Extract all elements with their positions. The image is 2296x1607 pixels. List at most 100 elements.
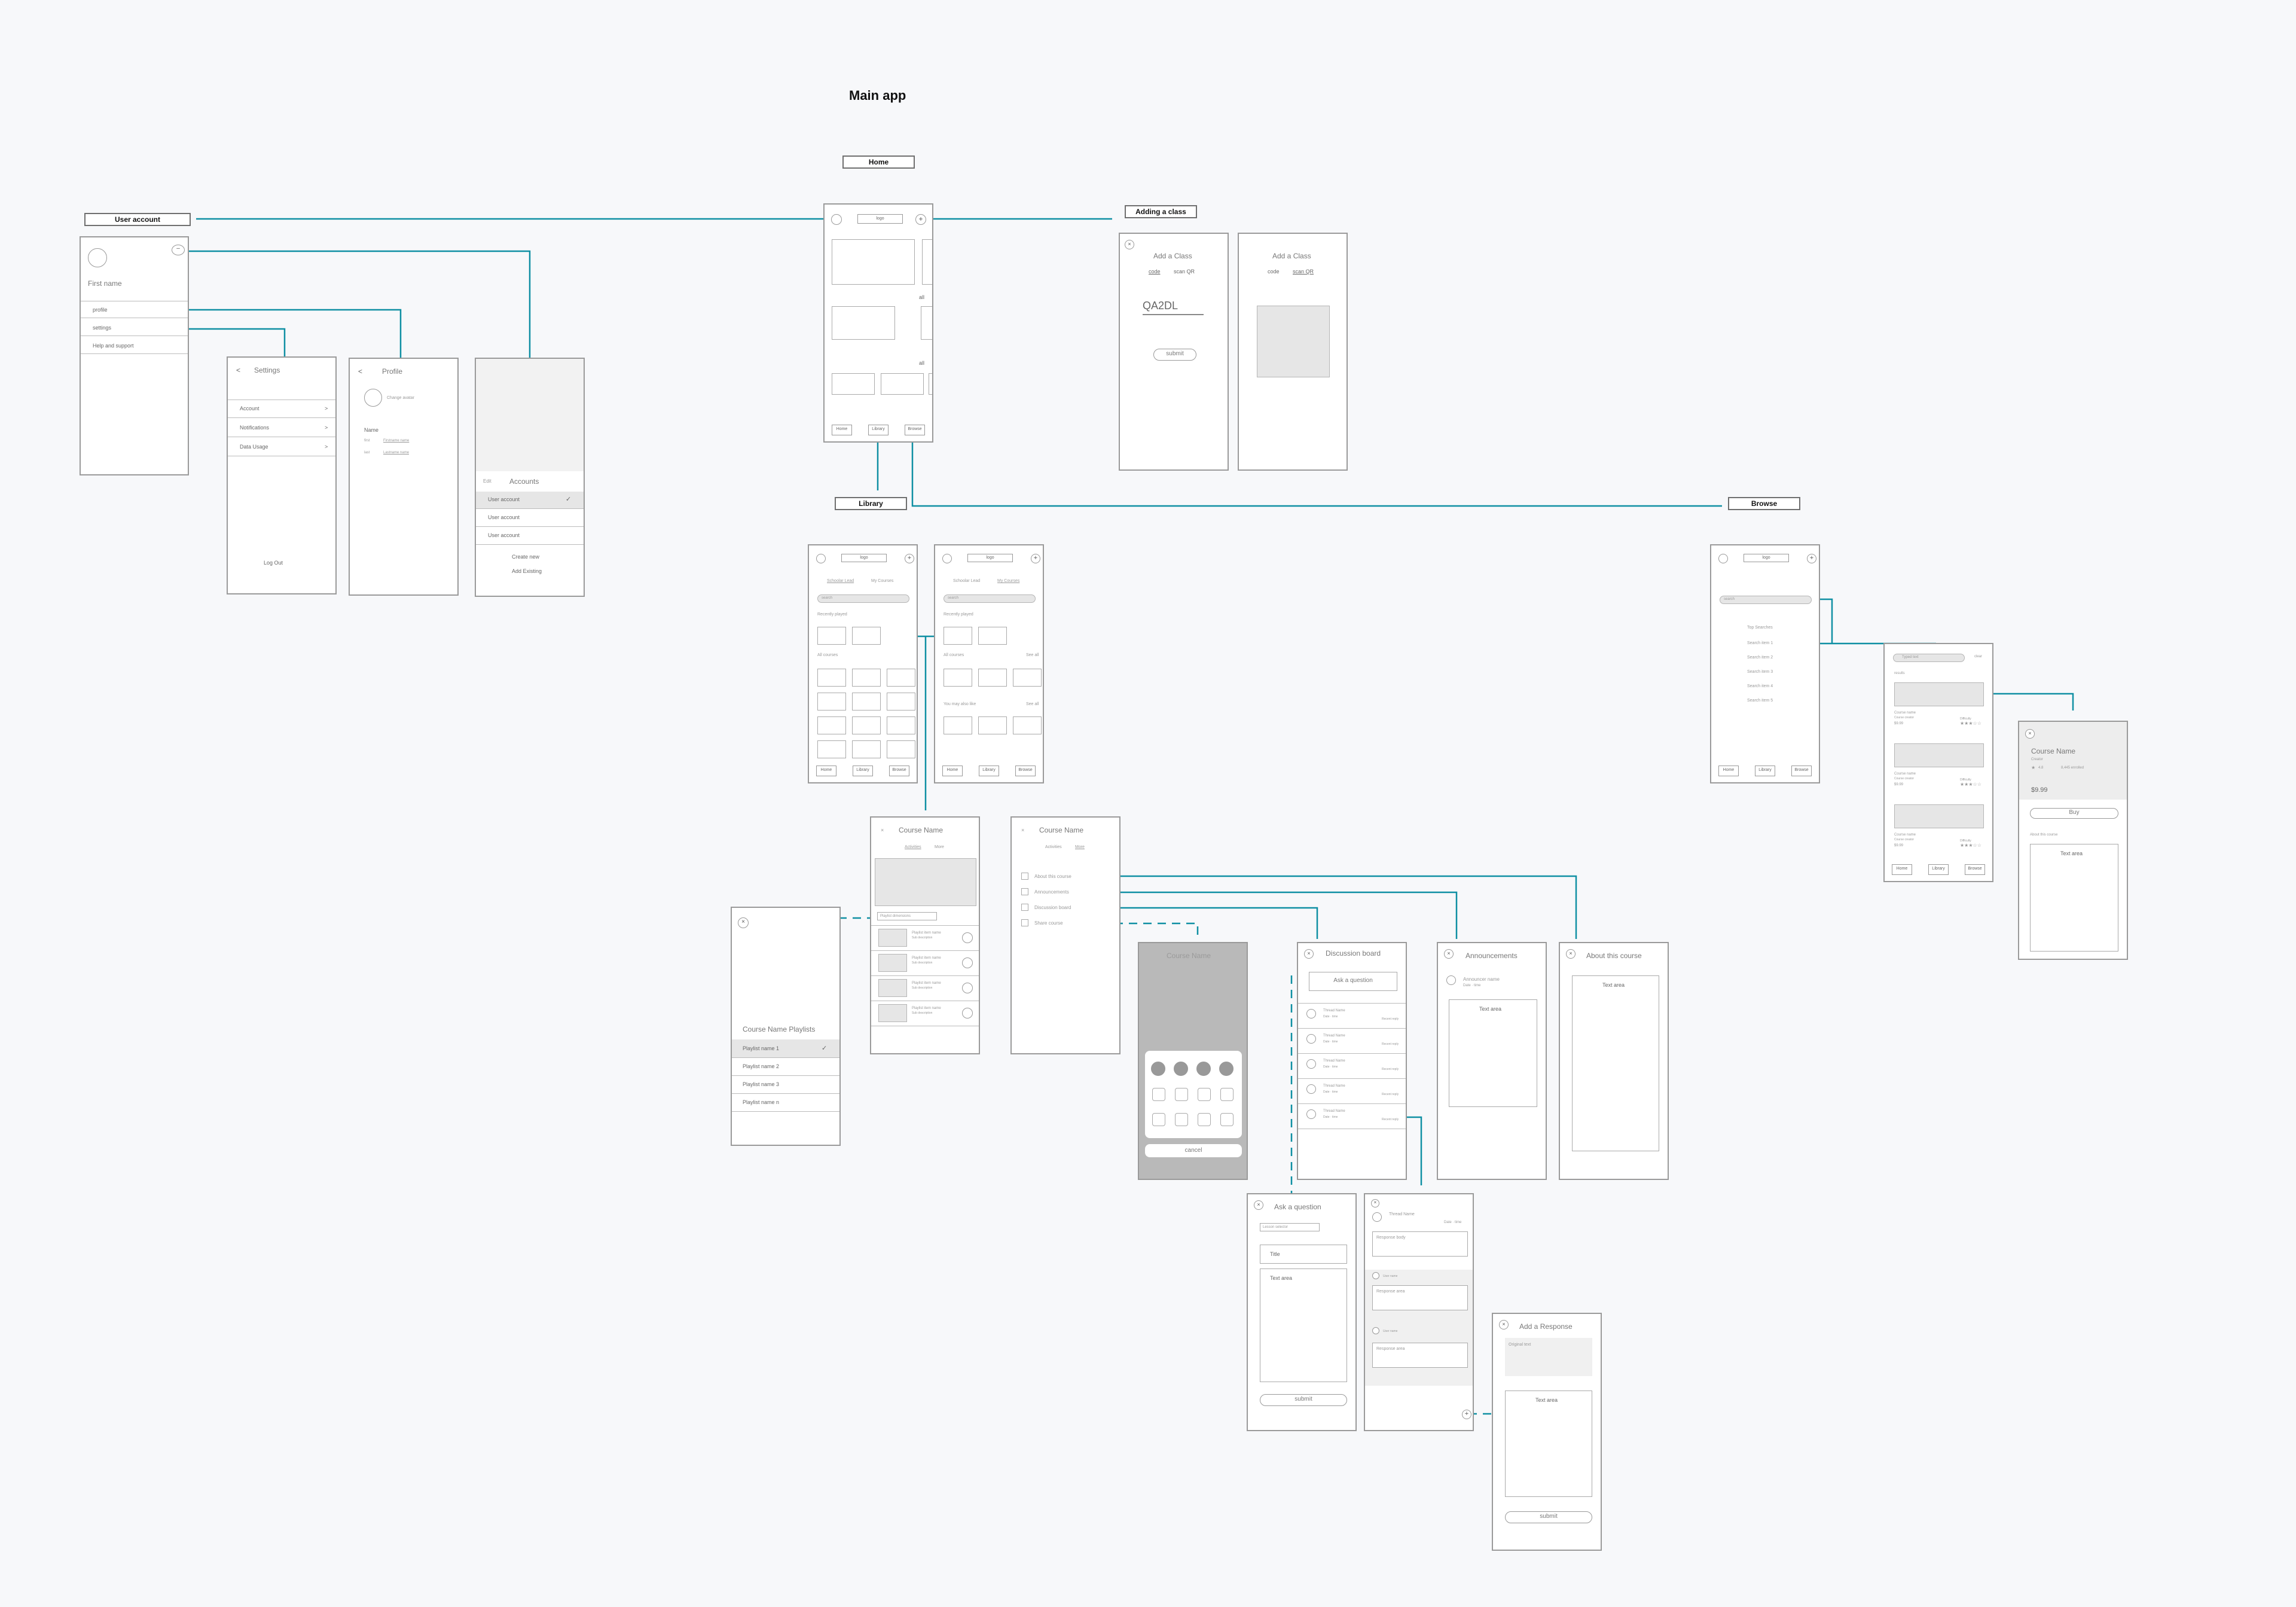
course-card[interactable] bbox=[887, 669, 915, 687]
close-icon[interactable]: × bbox=[1499, 1320, 1509, 1329]
account-item[interactable]: User account bbox=[488, 514, 520, 520]
tab-home[interactable]: Home bbox=[1718, 766, 1739, 776]
tab-browse[interactable]: Browse bbox=[905, 425, 925, 435]
tab-library[interactable]: Library bbox=[868, 425, 889, 435]
tab-schoolar-lead[interactable]: Schoolar Lead bbox=[953, 579, 981, 583]
tab-activities[interactable]: Activities bbox=[1045, 845, 1062, 849]
search-item[interactable]: Search item 2 bbox=[1747, 655, 1773, 660]
back-icon[interactable]: < bbox=[236, 366, 241, 374]
account-item[interactable]: User account bbox=[488, 496, 520, 502]
course-card[interactable] bbox=[817, 740, 846, 758]
see-all-link[interactable]: See all bbox=[1026, 653, 1039, 657]
scan-qr-tab[interactable]: scan QR bbox=[1174, 269, 1195, 275]
more-icon[interactable] bbox=[962, 1008, 973, 1019]
course-card[interactable] bbox=[832, 306, 895, 340]
change-avatar-link[interactable]: Change avatar bbox=[387, 396, 414, 400]
menu-settings[interactable]: settings bbox=[93, 325, 112, 331]
share-action-icon[interactable] bbox=[1220, 1113, 1234, 1126]
plus-icon[interactable]: + bbox=[1807, 554, 1816, 563]
close-icon[interactable]: × bbox=[1125, 240, 1134, 249]
qr-scanner-view[interactable] bbox=[1257, 306, 1330, 377]
class-code-input[interactable]: QA2DL bbox=[1143, 300, 1178, 312]
tab-browse[interactable]: Browse bbox=[1791, 766, 1812, 776]
thread-name[interactable]: Thread Name bbox=[1323, 1109, 1345, 1113]
response-text-area[interactable]: Text area bbox=[1505, 1391, 1592, 1497]
course-card[interactable] bbox=[817, 669, 846, 687]
user-icon[interactable] bbox=[816, 554, 826, 563]
course-card[interactable] bbox=[817, 716, 846, 734]
course-card-peek[interactable] bbox=[921, 306, 932, 340]
plus-icon[interactable]: + bbox=[1462, 1410, 1471, 1419]
menu-discussion[interactable]: Discussion board bbox=[1034, 905, 1071, 910]
see-all-link[interactable]: all bbox=[919, 294, 925, 300]
submit-button[interactable]: submit bbox=[1505, 1511, 1592, 1523]
account-item[interactable]: User account bbox=[488, 532, 520, 538]
close-icon[interactable]: × bbox=[1021, 827, 1025, 833]
close-icon[interactable]: × bbox=[1566, 949, 1576, 959]
playlist-item-name[interactable]: Playlist item name bbox=[912, 1007, 941, 1010]
recent-card[interactable] bbox=[978, 627, 1007, 645]
tab-library[interactable]: Library bbox=[1755, 766, 1775, 776]
search-input[interactable]: search bbox=[1720, 596, 1812, 604]
back-icon[interactable]: < bbox=[358, 367, 363, 376]
last-name-field[interactable]: Lastname name bbox=[383, 451, 410, 455]
tab-library[interactable]: Library bbox=[979, 766, 999, 776]
search-input[interactable]: search bbox=[817, 594, 909, 603]
tab-browse[interactable]: Browse bbox=[1965, 864, 1985, 875]
question-text-area[interactable]: Text area bbox=[1260, 1268, 1347, 1382]
clear-button[interactable]: clear bbox=[1974, 655, 1983, 658]
search-input[interactable]: search bbox=[944, 594, 1036, 603]
add-existing-link[interactable]: Add Existing bbox=[512, 568, 542, 574]
tab-more[interactable]: More bbox=[1075, 845, 1085, 849]
share-app-icon[interactable] bbox=[1219, 1062, 1234, 1076]
share-action-icon[interactable] bbox=[1198, 1113, 1211, 1126]
close-icon[interactable]: × bbox=[1304, 949, 1314, 959]
tab-more[interactable]: More bbox=[935, 845, 944, 849]
code-tab[interactable]: code bbox=[1149, 269, 1161, 275]
plus-icon[interactable]: + bbox=[915, 214, 926, 225]
question-title-field[interactable]: Title bbox=[1260, 1245, 1347, 1264]
submit-button[interactable]: submit bbox=[1153, 349, 1196, 361]
plus-icon[interactable]: + bbox=[1031, 554, 1040, 563]
course-card[interactable] bbox=[852, 693, 881, 711]
course-card[interactable] bbox=[978, 716, 1007, 734]
thread-name[interactable]: Thread Name bbox=[1323, 1084, 1345, 1088]
share-action-icon[interactable] bbox=[1175, 1113, 1188, 1126]
user-icon[interactable] bbox=[1718, 554, 1728, 563]
tab-library[interactable]: Library bbox=[853, 766, 873, 776]
menu-profile[interactable]: profile bbox=[93, 307, 108, 313]
share-action-icon[interactable] bbox=[1175, 1088, 1188, 1101]
course-thumbnail[interactable] bbox=[1894, 682, 1984, 706]
course-card[interactable] bbox=[852, 716, 881, 734]
tab-home[interactable]: Home bbox=[942, 766, 963, 776]
settings-data-usage[interactable]: Data Usage bbox=[240, 444, 268, 450]
playlist-item[interactable]: Playlist name n bbox=[743, 1099, 780, 1105]
course-card[interactable] bbox=[817, 693, 846, 711]
lesson-selector[interactable]: Lesson selector bbox=[1260, 1223, 1320, 1231]
tab-library[interactable]: Library bbox=[1928, 864, 1949, 875]
create-new-link[interactable]: Create new bbox=[512, 554, 540, 560]
tab-schoolar-lead[interactable]: Schoolar Lead bbox=[827, 579, 854, 583]
tab-browse[interactable]: Browse bbox=[889, 766, 909, 776]
featured-card-peek[interactable] bbox=[922, 239, 932, 285]
close-icon[interactable]: × bbox=[1444, 949, 1454, 959]
course-name[interactable]: Course name bbox=[1894, 711, 1916, 715]
scan-qr-tab[interactable]: scan QR bbox=[1293, 269, 1314, 275]
course-card-peek[interactable] bbox=[929, 373, 932, 395]
course-card[interactable] bbox=[852, 669, 881, 687]
menu-announcements[interactable]: Announcements bbox=[1034, 889, 1069, 895]
logout-button[interactable]: Log Out bbox=[264, 560, 283, 566]
code-tab[interactable]: code bbox=[1268, 269, 1280, 275]
playlist-item-name[interactable]: Playlist item name bbox=[912, 981, 941, 985]
settings-account[interactable]: Account bbox=[240, 405, 259, 411]
search-item[interactable]: Search item 4 bbox=[1747, 684, 1773, 688]
buy-button[interactable]: Buy bbox=[2030, 808, 2118, 819]
search-item[interactable]: Search item 5 bbox=[1747, 699, 1773, 703]
share-app-icon[interactable] bbox=[1196, 1062, 1211, 1076]
settings-notifications[interactable]: Notifications bbox=[240, 425, 270, 431]
thread-name[interactable]: Thread Name bbox=[1323, 1034, 1345, 1038]
tab-home[interactable]: Home bbox=[816, 766, 836, 776]
first-name-field[interactable]: Firstname name bbox=[383, 439, 410, 443]
cancel-button[interactable]: cancel bbox=[1145, 1144, 1242, 1157]
menu-share[interactable]: Share course bbox=[1034, 920, 1063, 926]
